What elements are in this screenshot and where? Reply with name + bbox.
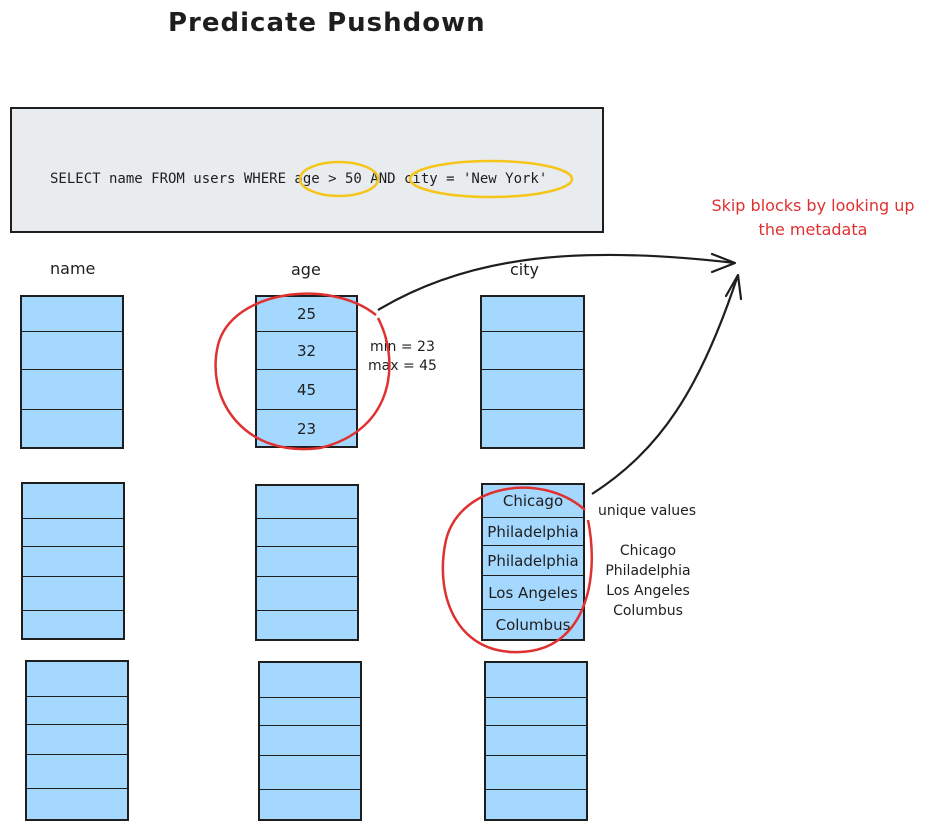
block-cell — [23, 576, 123, 611]
unique-values-label: unique values — [598, 503, 696, 519]
block-cell — [260, 725, 360, 756]
city-value-cell: Los Angeles — [483, 575, 583, 610]
name-block-3 — [25, 660, 129, 821]
age-value-cell: 32 — [257, 331, 356, 370]
age-min-label: min = 23 — [370, 339, 435, 355]
block-cell — [257, 518, 357, 547]
age-block-3 — [258, 661, 362, 821]
annotation-line-2: the metadata — [758, 220, 868, 239]
column-header-name: name — [50, 259, 96, 278]
block-cell — [260, 755, 360, 790]
city-block-2: Chicago Philadelphia Philadelphia Los An… — [481, 483, 585, 641]
block-cell — [260, 789, 360, 820]
unique-value-item: Columbus — [613, 603, 683, 619]
annotation-line-1: Skip blocks by looking up — [711, 196, 915, 215]
name-block-2 — [21, 482, 125, 640]
block-cell — [486, 663, 586, 697]
unique-value-item: Chicago — [619, 543, 677, 559]
block-cell — [27, 788, 127, 820]
query-box: SELECT name FROM users WHERE age > 50 AN… — [10, 107, 604, 233]
block-cell — [27, 754, 127, 789]
block-cell — [22, 369, 122, 410]
block-cell — [22, 409, 122, 448]
block-cell — [260, 663, 360, 697]
city-value-cell: Columbus — [483, 609, 583, 640]
page-title: Predicate Pushdown — [168, 8, 486, 38]
block-cell — [27, 724, 127, 755]
block-cell — [486, 725, 586, 756]
column-header-age: age — [291, 260, 321, 279]
block-cell — [22, 297, 122, 331]
block-cell — [486, 789, 586, 820]
city-block-1 — [480, 295, 585, 449]
block-cell — [257, 576, 357, 611]
block-cell — [257, 486, 357, 518]
age-value-cell: 23 — [257, 409, 356, 447]
age-block-1: 25 32 45 23 — [255, 295, 358, 448]
age-value-cell: 25 — [296, 305, 317, 323]
block-cell — [23, 546, 123, 577]
age-value-cell: 45 — [257, 369, 356, 410]
block-cell — [27, 696, 127, 725]
unique-value-item: Philadelphia — [605, 563, 691, 579]
city-value-cell: Chicago — [502, 492, 564, 510]
block-cell — [257, 546, 357, 577]
column-header-city: city — [510, 260, 539, 279]
block-cell — [482, 297, 583, 331]
block-cell — [486, 697, 586, 726]
city-value-cell: Philadelphia — [483, 545, 583, 576]
block-cell — [23, 484, 123, 518]
block-cell — [22, 331, 122, 370]
city-value-cell: Philadelphia — [483, 517, 583, 546]
age-max-label: max = 45 — [368, 358, 437, 374]
block-cell — [27, 662, 127, 696]
skip-blocks-annotation: Skip blocks by looking up the metadata — [688, 194, 938, 242]
city-block-3 — [484, 661, 588, 821]
city-metadata-arrow — [591, 274, 740, 495]
arrowhead-icon — [724, 273, 743, 301]
unique-value-item: Los Angeles — [606, 583, 690, 599]
block-cell — [486, 755, 586, 790]
name-block-1 — [20, 295, 124, 449]
age-block-2 — [255, 484, 359, 641]
block-cell — [482, 331, 583, 370]
block-cell — [482, 369, 583, 410]
block-cell — [23, 518, 123, 547]
arrowhead-icon — [710, 252, 737, 274]
sql-query: SELECT name FROM users WHERE age > 50 AN… — [50, 171, 548, 187]
block-cell — [257, 610, 357, 640]
block-cell — [23, 610, 123, 639]
block-cell — [482, 409, 583, 448]
block-cell — [260, 697, 360, 726]
